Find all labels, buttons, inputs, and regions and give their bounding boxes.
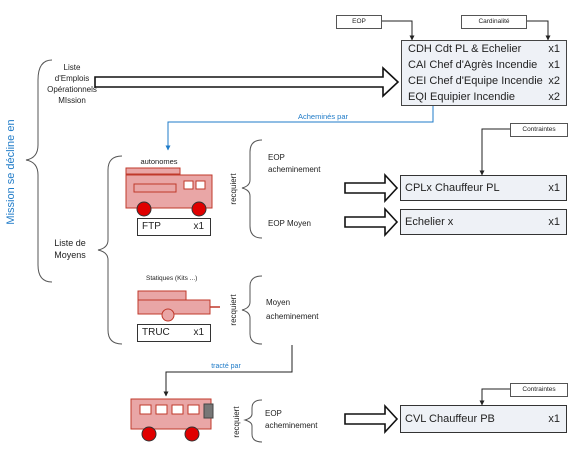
statiques-label: Statiques (Kits ...) — [146, 275, 198, 282]
eop-note: EOP — [336, 15, 382, 29]
requiert-brace-2 — [241, 275, 263, 345]
eop-acheminement-label-2: EOP acheminement — [265, 409, 318, 430]
liste-emplois-label: Liste d'Emplois Opérationnels MIssion — [47, 63, 97, 105]
achemines-par-label: Acheminés par — [297, 112, 349, 121]
mission-brace — [25, 59, 53, 283]
ftp-truck-icon — [125, 167, 213, 217]
mission-label: Mission se décline en — [5, 119, 17, 225]
autonomes-label: autonomes — [140, 157, 178, 166]
moyen-acheminement-label: Moyen acheminement — [266, 298, 319, 321]
truc-trailer-icon — [137, 290, 220, 322]
moyens-brace — [97, 155, 123, 345]
liste-moyens-label: Liste de Moyens — [54, 238, 86, 260]
tracteur-vehicle-icon — [130, 398, 214, 442]
requiert-label-2: recquiert — [229, 294, 238, 326]
cardinalite-connector — [525, 20, 551, 41]
requiert-label-1: recquiert — [229, 173, 238, 205]
achemines-connector — [165, 106, 434, 151]
eop-connector — [380, 20, 415, 41]
tracte-connector — [163, 345, 293, 397]
contraintes-connector-1 — [479, 128, 510, 176]
emplois-big-arrow — [94, 66, 400, 98]
requiert-label-3: recquiert — [232, 406, 241, 438]
eop-moyen-label: EOP Moyen — [268, 219, 311, 228]
contraintes-note-1: Contraintes — [510, 123, 568, 137]
cplx-big-arrow — [344, 172, 399, 204]
requiert-brace-3 — [243, 399, 263, 443]
requiert-brace-1 — [241, 139, 263, 239]
echelier-big-arrow — [344, 206, 399, 238]
tracte-par-label: tracté par — [211, 363, 241, 370]
connector-layer — [25, 20, 551, 443]
cvl-big-arrow — [344, 403, 399, 435]
contraintes-connector-2 — [479, 388, 510, 406]
contraintes-note-2: Contraintes — [510, 383, 568, 397]
eop-acheminement-label-1: EOP acheminement — [268, 153, 321, 174]
cardinalite-note: Cardinalité — [461, 15, 527, 29]
